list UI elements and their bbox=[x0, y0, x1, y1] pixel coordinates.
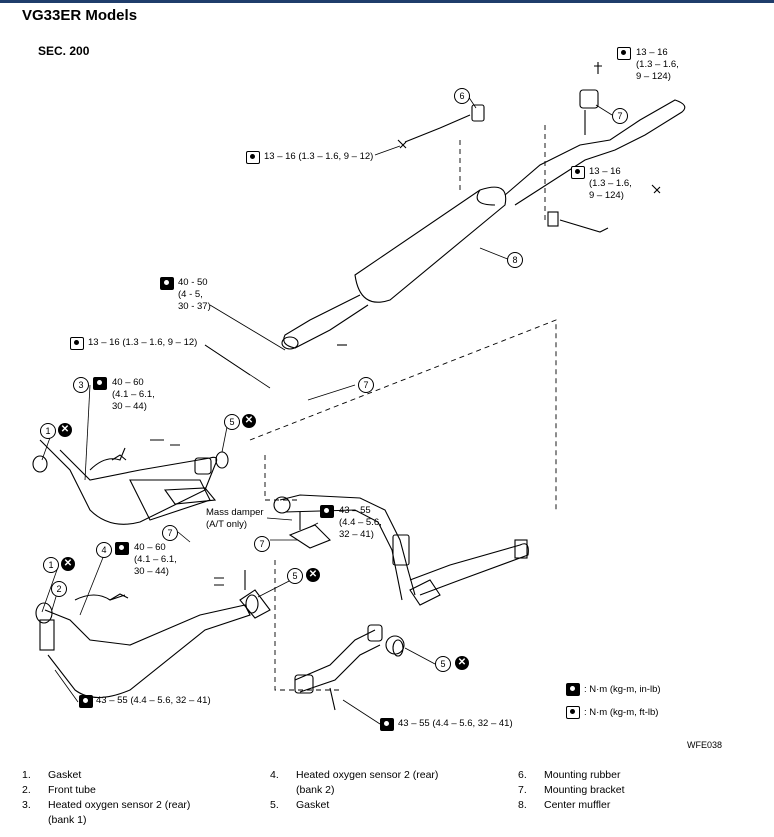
callout-7: 7 bbox=[358, 377, 374, 393]
front-tube-bank2 bbox=[35, 570, 271, 699]
callout-1: 1 bbox=[40, 423, 56, 439]
dashed-guides bbox=[249, 125, 557, 691]
top-border bbox=[0, 0, 774, 3]
replace-mark-icon: ✕ bbox=[242, 414, 256, 428]
torque-icon bbox=[617, 47, 631, 60]
callout-7: 7 bbox=[162, 525, 178, 541]
legend-item: 2.Front tube bbox=[22, 784, 96, 796]
page-title: VG33ER Models bbox=[22, 7, 138, 24]
torque-label: 13 – 16 (1.3 – 1.6, 9 – 124) bbox=[589, 166, 632, 201]
torque-label: 40 – 60 (4.1 – 6.1, 30 – 44) bbox=[134, 542, 177, 577]
callout-5: 5 bbox=[287, 568, 303, 584]
center-muffler bbox=[281, 99, 686, 350]
torque-label: 13 – 16 (1.3 – 1.6, 9 – 12) bbox=[264, 151, 374, 162]
legend-col-1: 1.Gasket 2.Front tube 3.Heated oxygen se… bbox=[22, 768, 190, 828]
legend-item: 1.Gasket bbox=[22, 769, 82, 781]
torque-label: 43 – 55 (4.4 – 5.6, 32 – 41) bbox=[339, 505, 382, 540]
callout-7: 7 bbox=[612, 108, 628, 124]
replace-mark-icon: ✕ bbox=[455, 656, 469, 670]
oxygen-sensors bbox=[109, 454, 129, 601]
unit-in-lb: : N·m (kg-m, in-lb) bbox=[584, 684, 661, 695]
callout-6: 6 bbox=[454, 88, 470, 104]
torque-icon bbox=[246, 151, 260, 164]
mass-damper-label: Mass damper (A/T only) bbox=[206, 507, 264, 530]
legend-item: 7.Mounting bracket bbox=[518, 784, 625, 796]
bolts bbox=[150, 62, 661, 586]
section-label: SEC. 200 bbox=[38, 44, 90, 58]
mass-damper bbox=[288, 512, 331, 549]
replace-mark-icon: ✕ bbox=[306, 568, 320, 582]
middle-tube bbox=[273, 494, 529, 606]
torque-icon bbox=[115, 542, 129, 555]
legend-col-3: 6.Mounting rubber 7.Mounting bracket 8.C… bbox=[518, 768, 625, 813]
exhaust-diagram bbox=[32, 62, 686, 725]
torque-label: 13 – 16 (1.3 – 1.6, 9 – 124) bbox=[636, 47, 679, 82]
legend-item: 3.Heated oxygen sensor 2 (rear) (bank 1) bbox=[22, 799, 191, 826]
lower-connector-tube bbox=[294, 624, 405, 711]
callout-5: 5 bbox=[224, 414, 240, 430]
legend-col-2: 4.Heated oxygen sensor 2 (rear) (bank 2)… bbox=[270, 768, 438, 813]
torque-icon bbox=[79, 695, 93, 708]
torque-icon bbox=[566, 683, 580, 696]
callout-5: 5 bbox=[435, 656, 451, 672]
callout-1: 1 bbox=[43, 557, 59, 573]
torque-icon bbox=[320, 505, 334, 518]
replace-mark-icon: ✕ bbox=[61, 557, 75, 571]
callout-8: 8 bbox=[507, 252, 523, 268]
callout-4: 4 bbox=[96, 542, 112, 558]
legend-item: 4.Heated oxygen sensor 2 (rear) (bank 2) bbox=[270, 769, 439, 796]
torque-icon bbox=[566, 706, 580, 719]
torque-icon bbox=[380, 718, 394, 731]
front-tube-bank1 bbox=[32, 439, 218, 525]
unit-ft-lb: : N·m (kg-m, ft-lb) bbox=[584, 707, 659, 718]
replace-mark-icon: ✕ bbox=[58, 423, 72, 437]
torque-icon bbox=[70, 337, 84, 350]
callout-2: 2 bbox=[51, 581, 67, 597]
legend-item: 8.Center muffler bbox=[518, 799, 611, 811]
torque-label: 43 – 55 (4.4 – 5.6, 32 – 41) bbox=[398, 718, 513, 729]
leader-lines bbox=[41, 95, 613, 725]
torque-label: 13 – 16 (1.3 – 1.6, 9 – 12) bbox=[88, 337, 198, 348]
torque-label: 43 – 55 (4.4 – 5.6, 32 – 41) bbox=[96, 695, 211, 706]
torque-label: 40 - 50 (4 - 5, 30 - 37) bbox=[178, 277, 211, 312]
mounting-rubber-top bbox=[404, 89, 609, 233]
torque-label: 40 – 60 (4.1 – 6.1, 30 – 44) bbox=[112, 377, 155, 412]
torque-icon bbox=[571, 166, 585, 179]
torque-icon bbox=[93, 377, 107, 390]
callout-7: 7 bbox=[254, 536, 270, 552]
torque-icon bbox=[160, 277, 174, 290]
legend-item: 6.Mounting rubber bbox=[518, 769, 621, 781]
callout-3: 3 bbox=[73, 377, 89, 393]
figure-id: WFE038 bbox=[686, 740, 722, 750]
legend-item: 5.Gasket bbox=[270, 799, 330, 811]
